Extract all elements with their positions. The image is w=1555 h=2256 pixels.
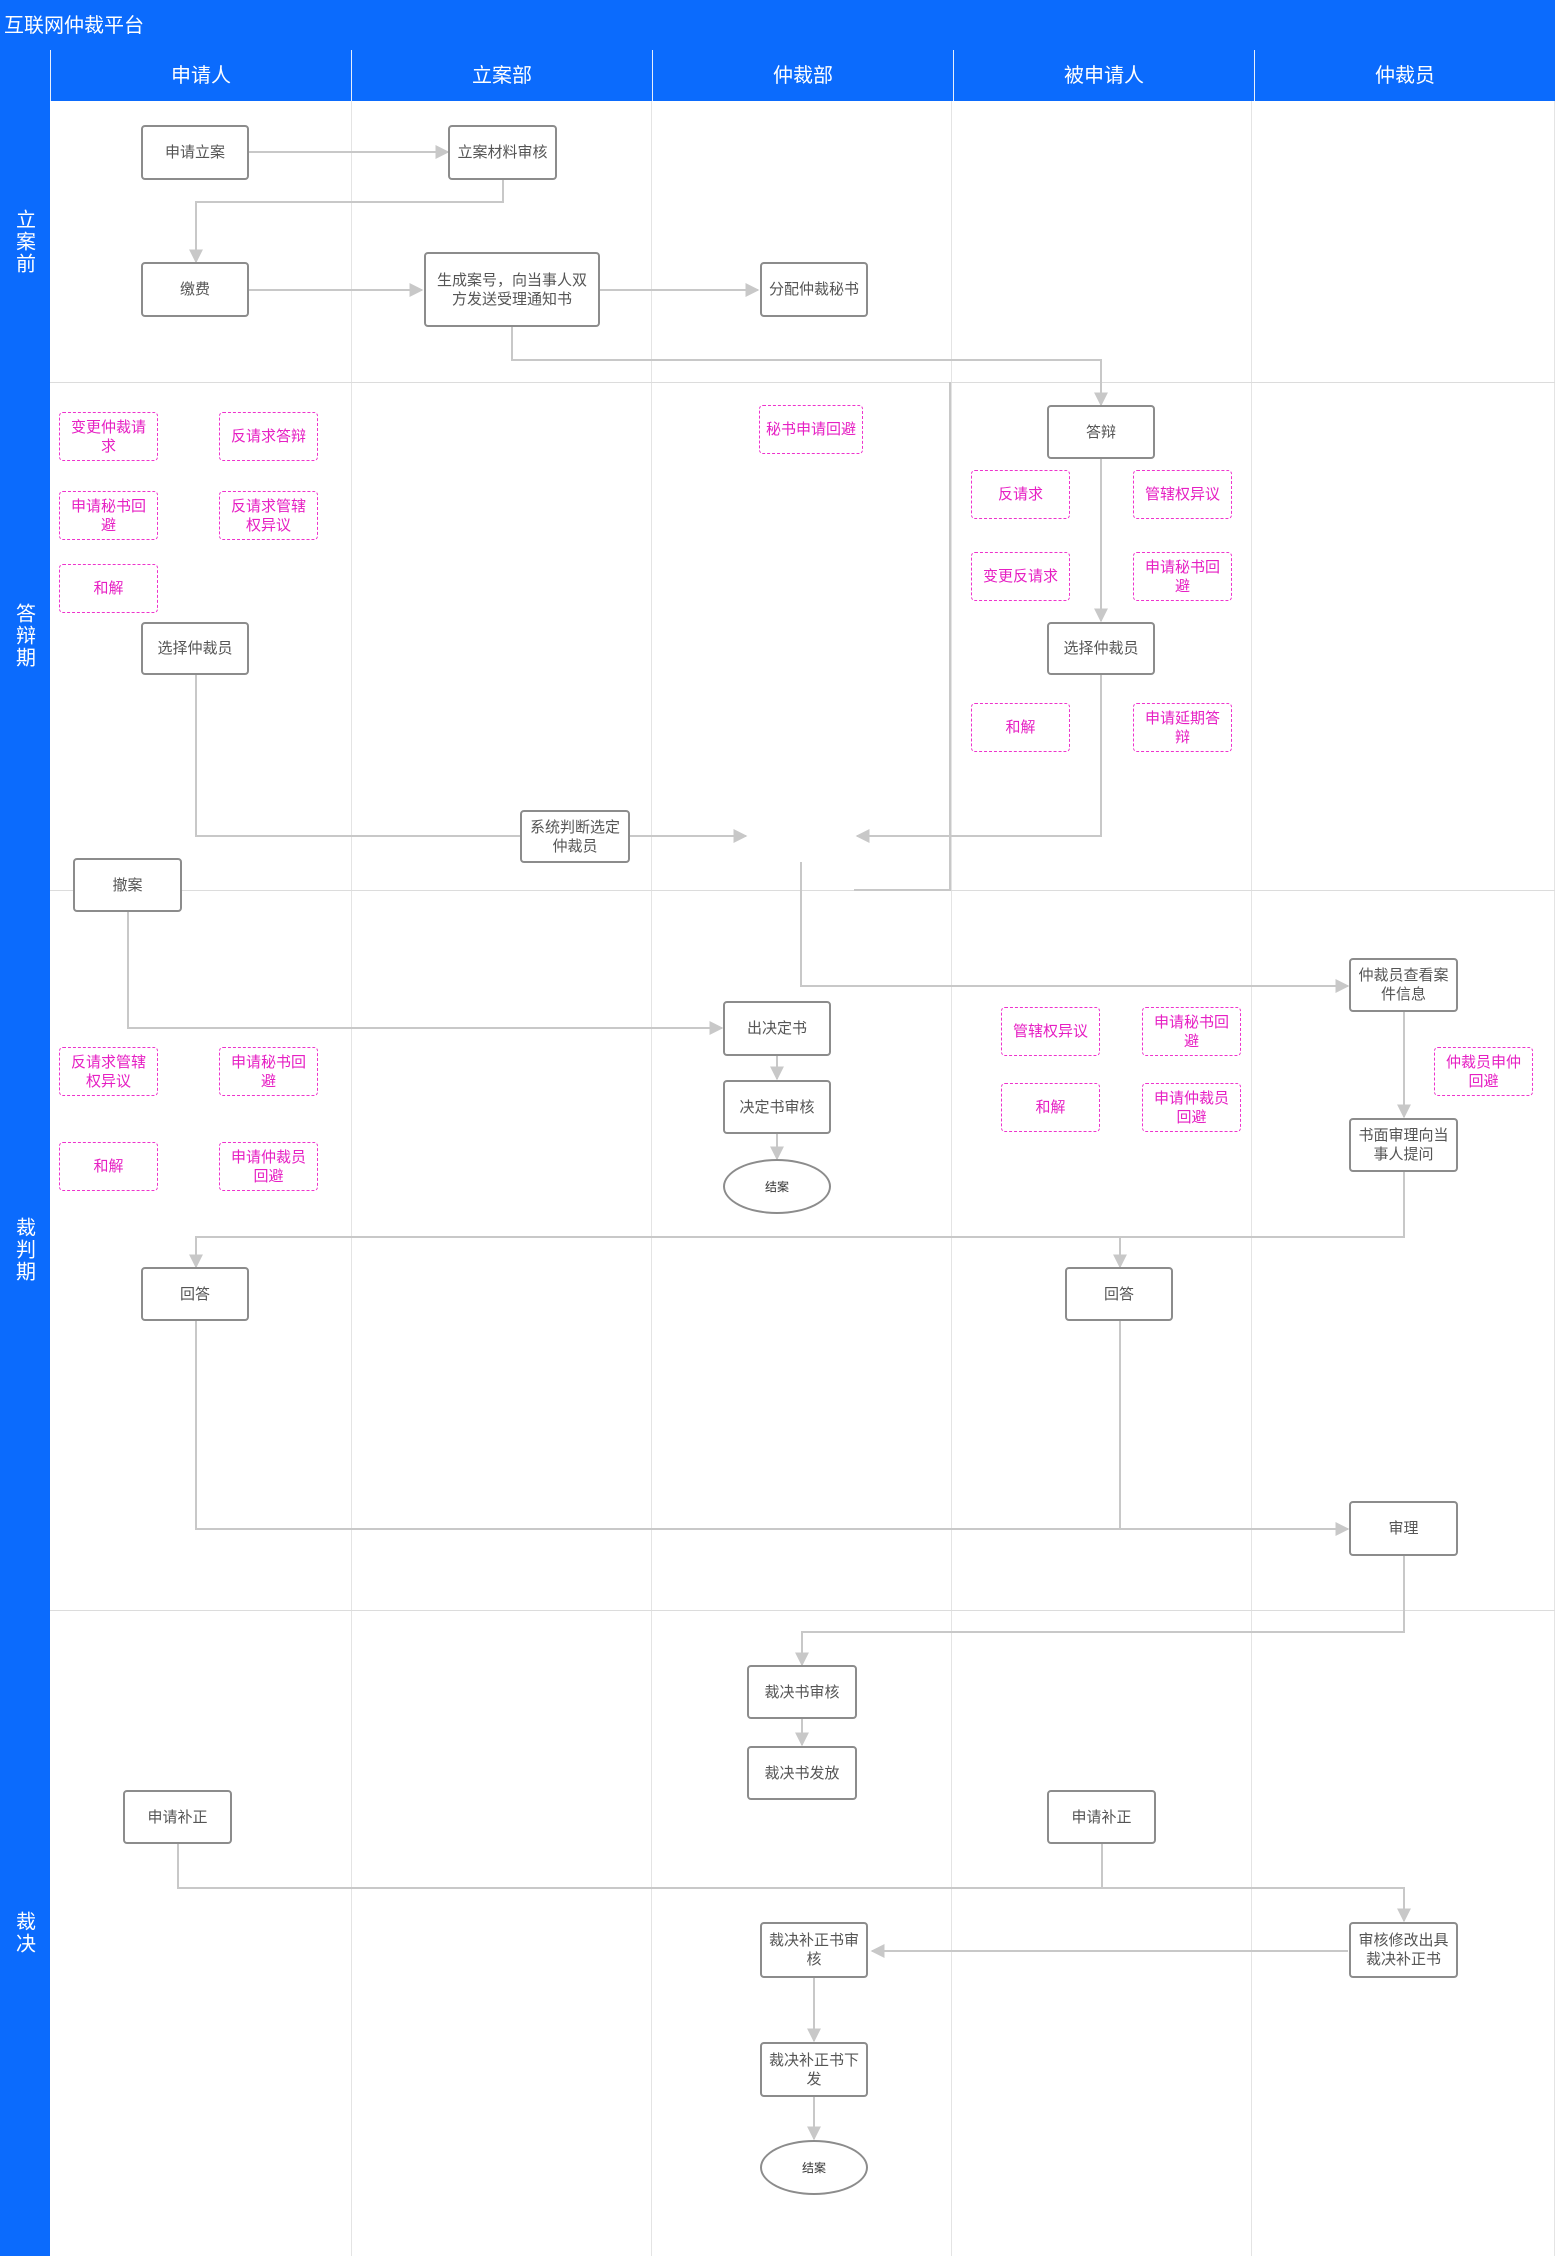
correction-issue-step[interactable]: 裁决补正书下发 xyxy=(760,2042,868,2097)
column-header-respondent: 被申请人 xyxy=(953,50,1254,101)
column-header-arbitration-dept: 仲裁部 xyxy=(652,50,953,101)
award-issue-step[interactable]: 裁决书发放 xyxy=(747,1746,857,1800)
optional-action[interactable]: 和解 xyxy=(59,1142,158,1191)
optional-action[interactable]: 反请求 xyxy=(971,470,1070,519)
withdraw-step[interactable]: 撤案 xyxy=(73,858,182,912)
optional-action[interactable]: 申请仲裁员回避 xyxy=(219,1142,318,1191)
generate-case-step[interactable]: 生成案号，向当事人双方发送受理通知书 xyxy=(424,252,600,327)
column-header-filing-dept: 立案部 xyxy=(351,50,652,101)
phase-divider xyxy=(50,1610,1555,1611)
lane-divider xyxy=(1251,101,1252,2256)
close-case-end: 结案 xyxy=(723,1159,831,1214)
column-header-row: 申请人 立案部 仲裁部 被申请人 仲裁员 xyxy=(50,50,1555,101)
optional-action[interactable]: 和解 xyxy=(59,564,158,613)
edge xyxy=(195,1321,1350,1536)
review-correction-step[interactable]: 审核修改出具裁决补正书 xyxy=(1349,1922,1458,1978)
applicant-answer-step[interactable]: 回答 xyxy=(141,1267,249,1321)
respondent-choose-arbitrator-step[interactable]: 选择仲裁员 xyxy=(1047,622,1155,675)
optional-action[interactable]: 反请求答辩 xyxy=(219,412,318,461)
optional-action[interactable]: 变更反请求 xyxy=(971,552,1070,601)
optional-action[interactable]: 反请求管辖权异议 xyxy=(219,491,318,540)
optional-action[interactable]: 申请秘书回避 xyxy=(59,491,158,540)
written-review-step[interactable]: 书面审理向当事人提问 xyxy=(1349,1118,1458,1172)
material-review-step[interactable]: 立案材料审核 xyxy=(448,125,557,180)
phase-label-judgment: 裁判期 xyxy=(12,1217,37,1283)
edge xyxy=(189,1172,1405,1269)
edge xyxy=(177,1844,1411,1923)
hearing-step[interactable]: 审理 xyxy=(1349,1501,1458,1556)
edge xyxy=(127,912,724,1035)
pay-fee-step[interactable]: 缴费 xyxy=(141,262,249,317)
optional-action[interactable]: 变更仲裁请求 xyxy=(59,412,158,461)
phase-label-column xyxy=(0,50,50,2256)
respondent-correction-step[interactable]: 申请补正 xyxy=(1047,1790,1156,1844)
phase-label-pre-filing: 立案前 xyxy=(12,208,37,275)
optional-action[interactable]: 秘书申请回避 xyxy=(759,405,863,454)
close-case-end: 结案 xyxy=(760,2140,868,2195)
phase-divider xyxy=(50,890,1555,891)
edge xyxy=(855,675,1102,843)
optional-action[interactable]: 反请求管辖权异议 xyxy=(59,1047,158,1096)
apply-filing-step[interactable]: 申请立案 xyxy=(141,125,249,180)
respondent-answer-step[interactable]: 回答 xyxy=(1065,1267,1173,1321)
edge xyxy=(189,180,504,264)
lane-divider xyxy=(651,101,652,2256)
decision-review-step[interactable]: 决定书审核 xyxy=(723,1080,831,1134)
issue-decision-step[interactable]: 出决定书 xyxy=(723,1001,831,1056)
optional-action[interactable]: 申请秘书回避 xyxy=(1133,552,1232,601)
lane-divider xyxy=(351,101,352,2256)
phase-label-defense: 答辩期 xyxy=(12,603,37,669)
optional-action[interactable]: 仲裁员申仲回避 xyxy=(1434,1047,1533,1096)
optional-action[interactable]: 申请仲裁员回避 xyxy=(1142,1083,1241,1132)
optional-action[interactable]: 管辖权异议 xyxy=(1001,1007,1100,1056)
assign-secretary-step[interactable]: 分配仲裁秘书 xyxy=(760,262,868,317)
column-header-arbitrator: 仲裁员 xyxy=(1254,50,1555,101)
correction-review-step[interactable]: 裁决补正书审核 xyxy=(760,1922,868,1978)
optional-action[interactable]: 申请延期答辩 xyxy=(1133,703,1232,752)
edge xyxy=(511,327,1108,407)
phase-divider xyxy=(50,382,1555,383)
arbitrator-view-case-step[interactable]: 仲裁员查看案件信息 xyxy=(1349,958,1458,1012)
award-review-step[interactable]: 裁决书审核 xyxy=(747,1665,857,1719)
column-header-applicant: 申请人 xyxy=(50,50,351,101)
applicant-correction-step[interactable]: 申请补正 xyxy=(123,1790,232,1844)
edge xyxy=(854,382,951,891)
edge xyxy=(795,1556,1405,1667)
applicant-choose-arbitrator-step[interactable]: 选择仲裁员 xyxy=(141,622,249,675)
optional-action[interactable]: 申请秘书回避 xyxy=(219,1047,318,1096)
phase-label-award: 裁决 xyxy=(12,1911,37,1955)
edge xyxy=(800,862,1350,993)
optional-action[interactable]: 和解 xyxy=(1001,1083,1100,1132)
app-title: 互联网仲裁平台 xyxy=(0,0,1555,50)
edge xyxy=(195,675,748,843)
optional-action[interactable]: 管辖权异议 xyxy=(1133,470,1232,519)
system-select-arbitrator-step[interactable]: 系统判断选定仲裁员 xyxy=(520,810,630,863)
optional-action[interactable]: 和解 xyxy=(971,703,1070,752)
lane-divider xyxy=(951,101,952,2256)
optional-action[interactable]: 申请秘书回避 xyxy=(1142,1007,1241,1056)
defense-step[interactable]: 答辩 xyxy=(1047,405,1155,459)
